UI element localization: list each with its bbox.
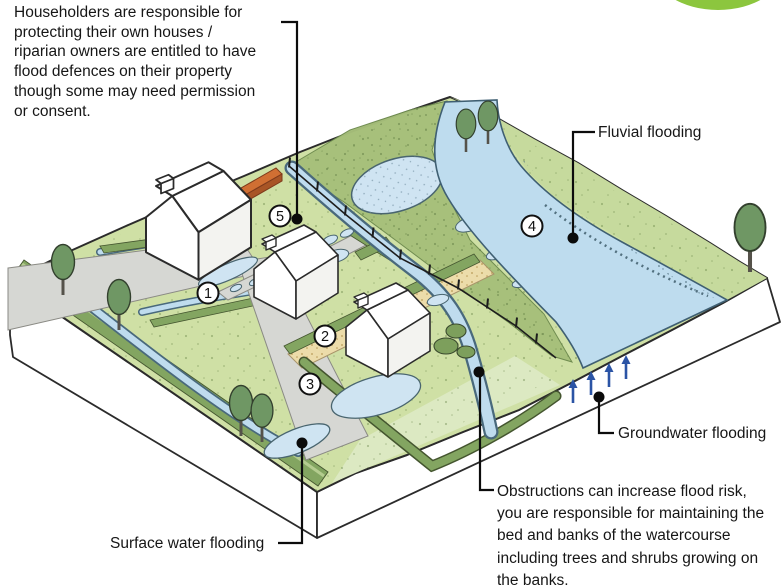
note-line: protecting their own houses / — [14, 23, 213, 41]
river — [434, 99, 729, 370]
note-line: you are responsible for maintaining the — [497, 505, 765, 523]
note-line: riparian owners are entitled to have — [14, 43, 257, 61]
markers: 1 2 3 4 5 — [196, 204, 544, 396]
obstruction-shrubs — [433, 323, 476, 359]
groundwater-flooding-label: Groundwater flooding — [618, 425, 767, 442]
marker-3: 3 — [298, 372, 322, 396]
marker-2-number: 2 — [321, 329, 329, 345]
dot-householders — [291, 213, 303, 225]
marker-2: 2 — [313, 324, 337, 348]
hedge-l-shaped — [298, 356, 562, 473]
leader-obstructions — [478, 376, 494, 492]
marker-4: 4 — [520, 214, 544, 238]
fluvial-flooding-label: Fluvial flooding — [598, 124, 702, 141]
note-line: including trees and shrubs growing on — [497, 549, 759, 567]
note-line: though some may need permission — [14, 82, 256, 100]
groundwater-arrow-icons — [568, 355, 631, 403]
fence-posts — [288, 157, 538, 344]
logo-partial-ellipse — [675, 0, 761, 10]
marker-3-number: 3 — [306, 377, 314, 393]
leader-lines — [278, 20, 614, 545]
marker-1: 1 — [196, 281, 220, 305]
note-line: flood defences on their property — [14, 63, 232, 81]
dot-surface-water — [296, 437, 308, 449]
leader-surface-water — [278, 446, 304, 545]
note-line: Obstructions can increase flood risk, — [497, 483, 747, 500]
leader-householders — [281, 20, 299, 216]
leader-groundwater — [597, 400, 614, 435]
surface-water-flooding-label: Surface water flooding — [110, 535, 265, 552]
marker-5: 5 — [268, 204, 292, 228]
marker-4-number: 4 — [528, 219, 536, 235]
marker-1-number: 1 — [204, 286, 212, 302]
note-line: the banks. — [497, 571, 569, 587]
leader-fluvial — [571, 130, 595, 235]
note-line: Householders are responsible for — [14, 4, 243, 21]
householders-note: Householders are responsible for protect… — [14, 3, 256, 121]
note-line: or consent. — [14, 102, 91, 120]
note-line: bed and banks of the watercourse — [497, 527, 731, 545]
marker-5-number: 5 — [276, 209, 284, 225]
obstructions-note: Obstructions can increase flood risk, yo… — [497, 481, 764, 587]
fence — [288, 157, 557, 359]
dot-fluvial — [567, 232, 579, 244]
marsh-texture — [289, 101, 572, 362]
dot-obstructions — [473, 366, 485, 378]
dot-groundwater — [593, 391, 605, 403]
leader-dots — [291, 213, 605, 449]
